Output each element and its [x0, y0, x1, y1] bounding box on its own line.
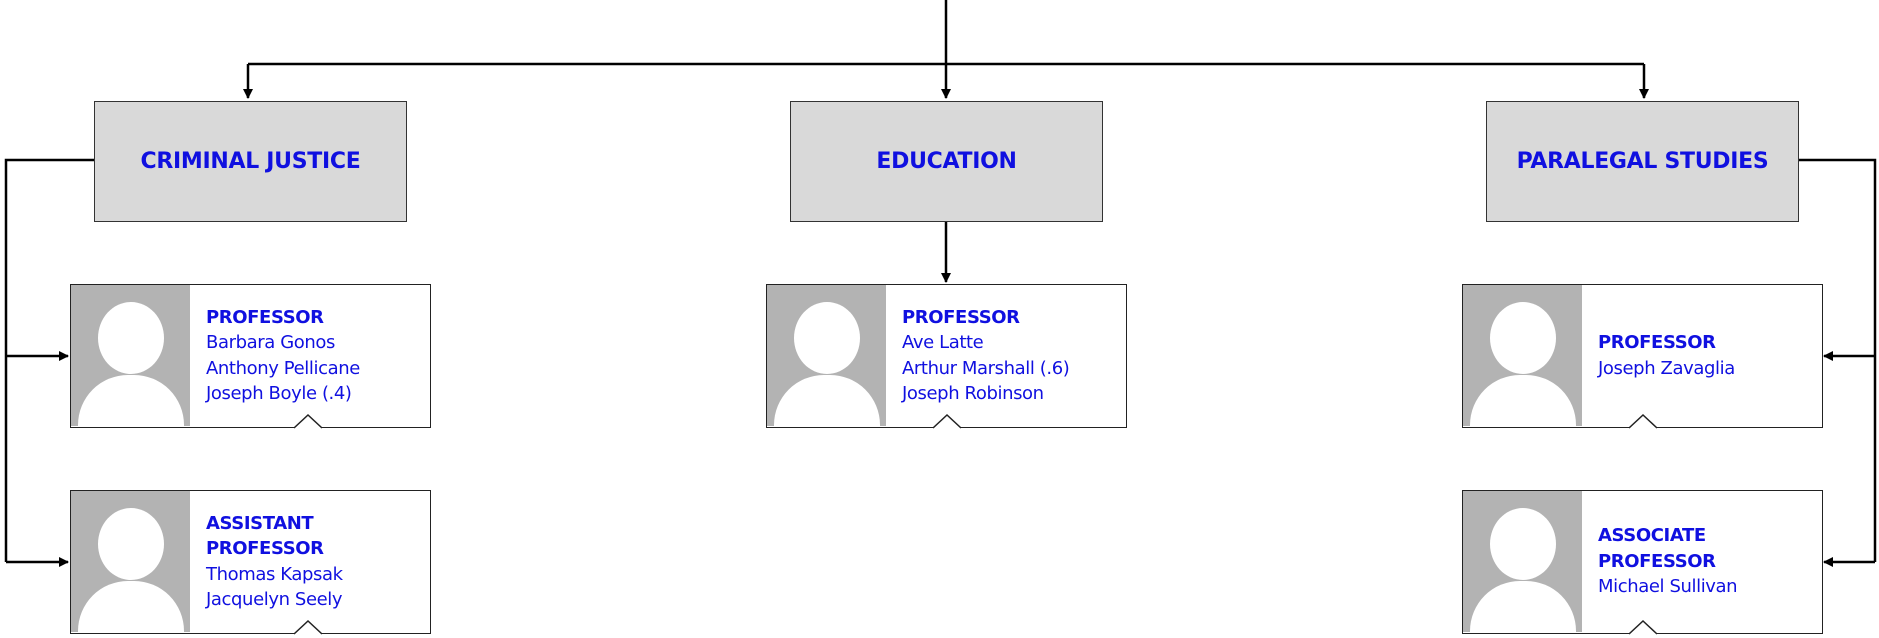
person-silhouette-icon — [71, 285, 190, 426]
role-title: PROFESSOR — [206, 306, 324, 328]
card-text: ASSOCIATE PROFESSOR Michael Sullivan — [1598, 491, 1816, 632]
person-silhouette-icon — [767, 285, 886, 426]
dept-paralegal-studies[interactable]: PARALEGAL STUDIES — [1486, 101, 1799, 222]
dept-criminal-justice[interactable]: CRIMINAL JUSTICE — [94, 101, 407, 222]
dept-label: CRIMINAL JUSTICE — [140, 149, 361, 174]
dept-education[interactable]: EDUCATION — [790, 101, 1103, 222]
person-name: Barbara Gonos — [206, 332, 335, 353]
card-notch — [1629, 619, 1657, 635]
role-title: ASSOCIATE PROFESSOR — [1598, 525, 1716, 572]
person-name: Ave Latte — [902, 332, 984, 353]
card-cj-assistant-professor[interactable]: ASSISTANT PROFESSOR Thomas Kapsak Jacque… — [70, 490, 431, 635]
connector-ps-bracket — [1798, 158, 1877, 562]
card-ps-professor[interactable]: PROFESSOR Joseph Zavaglia — [1462, 284, 1823, 429]
card-notch — [294, 413, 322, 429]
card-notch — [294, 619, 322, 635]
card-ps-associate-professor[interactable]: ASSOCIATE PROFESSOR Michael Sullivan — [1462, 490, 1823, 635]
card-cj-professor[interactable]: PROFESSOR Barbara Gonos Anthony Pellican… — [70, 284, 431, 429]
person-name: Arthur Marshall (.6) — [902, 357, 1070, 379]
card-edu-professor[interactable]: PROFESSOR Ave Latte Arthur Marshall (.6)… — [766, 284, 1127, 429]
person-silhouette-icon — [1463, 491, 1582, 632]
role-title: PROFESSOR — [902, 306, 1020, 328]
role-title: ASSISTANT PROFESSOR — [206, 512, 324, 560]
person-name: Joseph Robinson — [902, 383, 1044, 404]
card-text: ASSISTANT PROFESSOR Thomas Kapsak Jacque… — [206, 491, 424, 632]
person-name: Joseph Boyle (.4) — [206, 383, 352, 404]
card-notch — [1629, 413, 1657, 429]
person-silhouette-icon — [71, 491, 190, 632]
person-name: Thomas Kapsak — [206, 563, 343, 585]
card-text: PROFESSOR Joseph Zavaglia — [1598, 285, 1816, 426]
person-name: Michael Sullivan — [1598, 576, 1738, 598]
dept-label: EDUCATION — [876, 149, 1017, 174]
card-notch — [933, 413, 961, 429]
role-title: PROFESSOR — [1598, 332, 1716, 353]
person-name: Joseph Zavaglia — [1598, 357, 1735, 379]
card-text: PROFESSOR Barbara Gonos Anthony Pellican… — [206, 285, 424, 426]
dept-label: PARALEGAL STUDIES — [1516, 149, 1769, 174]
person-name: Jacquelyn Seely — [206, 589, 343, 610]
person-silhouette-icon — [1463, 285, 1582, 426]
person-name: Anthony Pellicane — [206, 357, 360, 379]
connector-cj-bracket — [4, 158, 94, 562]
card-text: PROFESSOR Ave Latte Arthur Marshall (.6)… — [902, 285, 1120, 426]
